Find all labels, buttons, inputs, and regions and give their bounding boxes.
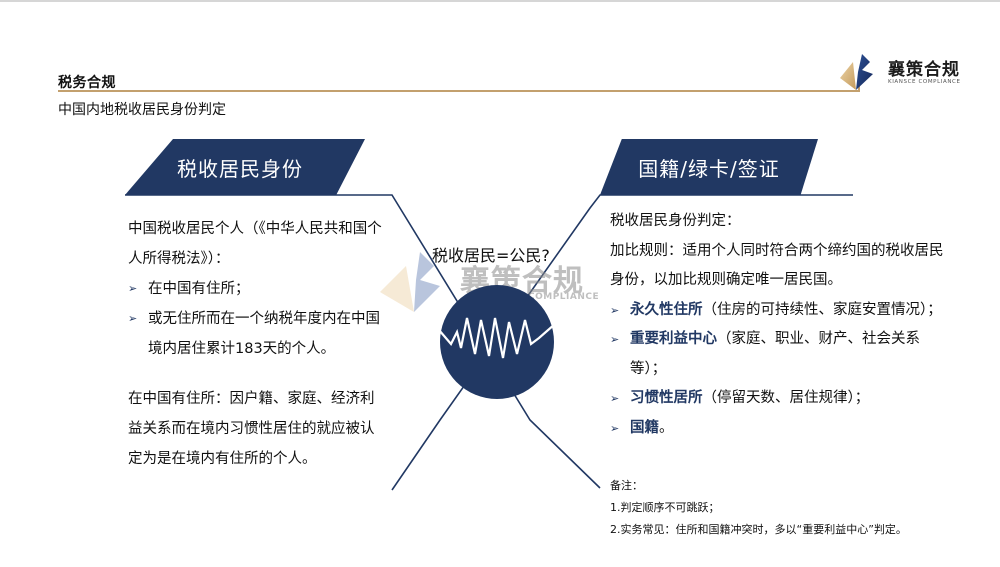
tie-breaker-rule: 加比规则：适用个人同时符合两个缔约国的税收居民身份，以加比规则确定唯一居民国。 bbox=[610, 242, 944, 289]
right-bullet-1: ➢ 永久性住所（住房的可持续性、家庭安置情况）； bbox=[610, 296, 955, 326]
right-bullet-4-text: 。 bbox=[659, 419, 674, 436]
left-panel-text: 中国税收居民个人（《中华人民共和国个人所得税法》）： ➢ 在中国有住所； ➢ 或… bbox=[128, 214, 388, 474]
right-panel-text: 税收居民身份判定： 加比规则：适用个人同时符合两个缔约国的税收居民身份，以加比规… bbox=[610, 207, 955, 443]
left-domicile-note: 在中国有住所：因户籍、家庭、经济利益关系而在境内习惯性居住的就应被认定为是在境内… bbox=[128, 391, 375, 467]
left-bullet-2-text: 或无住所而在一个纳税年度内在中国境内居住累计183天的个人。 bbox=[148, 311, 380, 357]
right-heading: 税收居民身份判定： bbox=[610, 213, 741, 229]
banner-nationality-label: 国籍/绿卡/签证 bbox=[638, 156, 780, 181]
right-bullet-2-text: （家庭、职业、财产、社会关系等）； bbox=[630, 331, 920, 377]
arrow-bullet-icon: ➢ bbox=[128, 282, 138, 295]
left-bullet-1-text: 在中国有住所； bbox=[148, 281, 250, 297]
arrow-bullet-icon: ➢ bbox=[128, 312, 138, 325]
note-2: 2.实务常见：住所和国籍冲突时，多以“重要利益中心”判定。 bbox=[610, 523, 907, 536]
header-divider-tick bbox=[858, 84, 860, 92]
top-border bbox=[0, 0, 1000, 2]
note-1: 1.判定顺序不可跳跃； bbox=[610, 501, 720, 514]
banner-nationality: 国籍/绿卡/签证 bbox=[600, 139, 818, 195]
right-bullet-3-term: 习惯性居所 bbox=[630, 390, 703, 406]
right-bullet-4-term: 国籍 bbox=[630, 419, 659, 436]
arrow-bullet-icon: ➢ bbox=[610, 303, 620, 317]
company-logo: 襄策合规 KIANSCE COMPLIANCE bbox=[836, 50, 966, 94]
right-bullet-4: ➢ 国籍。 bbox=[610, 414, 955, 444]
right-bullet-2-term: 重要利益中心 bbox=[630, 331, 717, 347]
spacer bbox=[128, 364, 388, 384]
left-bullet-2: ➢ 或无住所而在一个纳税年度内在中国境内居住累计183天的个人。 bbox=[128, 304, 388, 364]
arrow-bullet-icon: ➢ bbox=[610, 421, 620, 435]
logo-name-cn: 襄策合规 bbox=[888, 60, 960, 80]
banner-tax-residency-label: 税收居民身份 bbox=[177, 156, 303, 181]
section-title: 税务合规 bbox=[58, 75, 116, 91]
watermark-mark-icon bbox=[380, 252, 440, 312]
arrow-bullet-icon: ➢ bbox=[610, 333, 620, 346]
notes-label: 备注： bbox=[610, 479, 643, 492]
logo-name-en: KIANSCE COMPLIANCE bbox=[888, 79, 961, 85]
right-bullet-1-term: 永久性住所 bbox=[630, 301, 703, 318]
center-question: 税收居民=公民? bbox=[432, 246, 550, 265]
right-bullet-3: ➢ 习惯性居所（停留天数、居住规律）； bbox=[610, 384, 955, 414]
right-bullet-1-text: （住房的可持续性、家庭安置情况）； bbox=[702, 301, 942, 318]
right-bullet-2: ➢ 重要利益中心（家庭、职业、财产、社会关系等）； bbox=[610, 325, 955, 384]
right-bullet-3-text: （停留天数、居住规律）； bbox=[702, 390, 870, 406]
header-divider bbox=[58, 90, 860, 92]
waveform-icon bbox=[438, 285, 556, 399]
arrow-bullet-icon: ➢ bbox=[610, 392, 620, 405]
logo-mark-icon bbox=[840, 54, 873, 90]
page-subtitle: 中国内地税收居民身份判定 bbox=[58, 102, 226, 118]
notes: 备注： 1.判定顺序不可跳跃； 2.实务常见：住所和国籍冲突时，多以“重要利益中… bbox=[610, 475, 970, 541]
left-bullet-1: ➢ 在中国有住所； bbox=[128, 274, 388, 304]
watermark-name-en: COMPLIANCE bbox=[528, 292, 600, 302]
left-intro: 中国税收居民个人（《中华人民共和国个人所得税法》）： bbox=[128, 221, 382, 267]
